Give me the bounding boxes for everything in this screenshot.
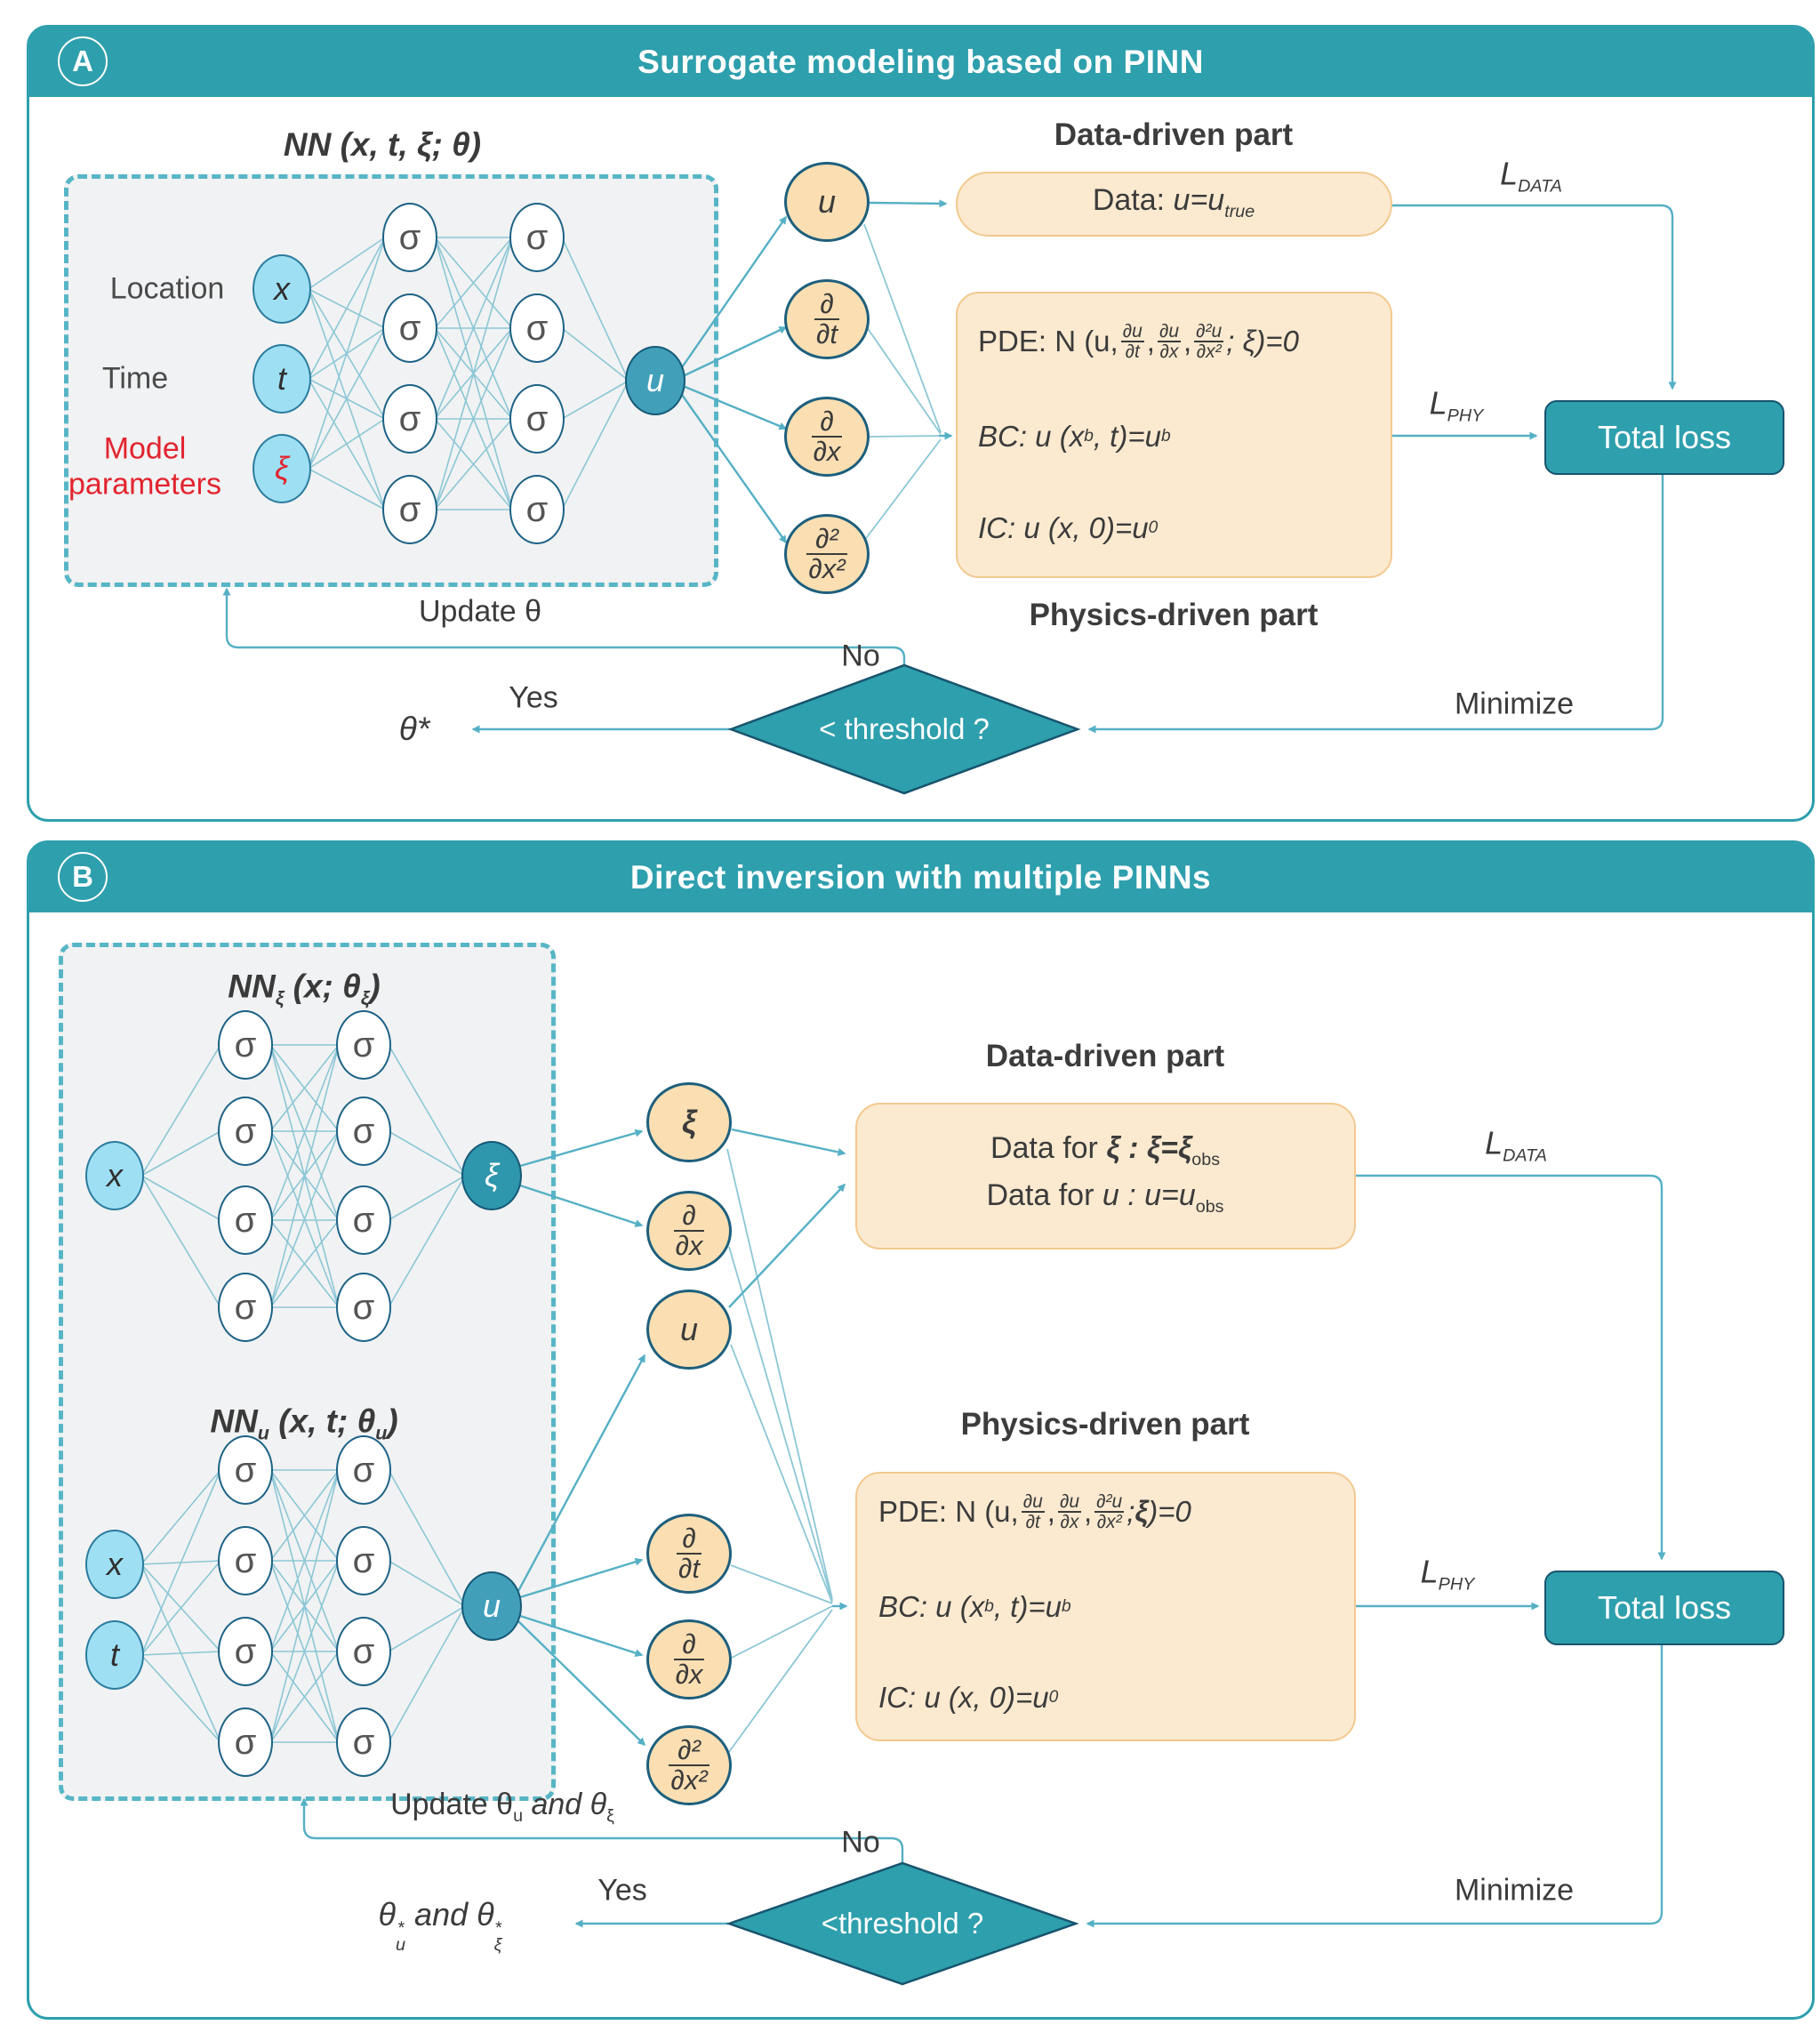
threshold-diamond-a (727, 663, 1081, 795)
output-circle-d2dx2-b: ∂²∂x² (646, 1725, 732, 1805)
label-model-parameters-1: Model (103, 431, 187, 466)
input-node-x: x (253, 254, 311, 324)
label-location: Location (109, 271, 225, 306)
panel-b-pde: PDE: N (u, ∂u∂t, ∂u∂x, ∂²u∂x² ; ξ)=0 (878, 1491, 1191, 1532)
panel-a-data-title: Data-driven part (1054, 117, 1294, 152)
label-time: Time (101, 361, 169, 396)
panel-a-threshold-text: < threshold ? (819, 712, 990, 745)
output-circle-ddx-b: ∂∂x (646, 1619, 732, 1699)
sigma-node: σ (218, 1273, 273, 1342)
sigma-node: σ (382, 475, 437, 544)
panel-b-nn-u-title: NNu (x, t; θu) (210, 1402, 398, 1444)
sigma-node: σ (336, 1435, 391, 1505)
panel-a-yes: Yes (509, 680, 558, 715)
sigma-node: σ (382, 203, 437, 272)
decision-diamonds (726, 663, 1081, 1986)
sigma-node: σ (509, 203, 565, 272)
panel-b-physics-title: Physics-driven part (960, 1407, 1250, 1442)
panel-b-data-line2: Data for u : u=uobs (986, 1178, 1224, 1217)
panel-b-threshold-text: <threshold ? (821, 1907, 984, 1940)
panel-b-minimize: Minimize (1454, 1873, 1575, 1908)
sigma-node: σ (218, 1185, 273, 1255)
panel-a-data-box (956, 172, 1392, 237)
panel-b-theta-star: θ*u and θ*ξ (378, 1895, 502, 1955)
output-circle-xi-b: ξ (646, 1082, 732, 1162)
panel-a-header: Surrogate modeling based on PINN (29, 28, 1812, 97)
panel-b-ldata-label: LDATA (1485, 1124, 1547, 1166)
sigma-node: σ (218, 1435, 273, 1505)
sigma-node: σ (382, 384, 437, 454)
sigma-node: σ (509, 384, 565, 454)
threshold-diamond-b (726, 1861, 1079, 1986)
panel-a-physics-box (956, 292, 1392, 578)
panel-b-no: No (841, 1825, 880, 1860)
nn-output-node-xi: ξ (461, 1141, 522, 1210)
sigma-node: σ (336, 1708, 391, 1777)
panel-a-pde: PDE: N (u, ∂u∂t, ∂u∂x, ∂²u∂x² ; ξ)=0 (978, 321, 1299, 362)
nn-output-node-u-b: u (461, 1571, 522, 1641)
input-node-x-xi: x (85, 1141, 144, 1210)
input-node-t: t (253, 344, 311, 414)
nn-output-node-u: u (625, 346, 686, 415)
sigma-node: σ (218, 1708, 273, 1777)
label-model-parameters-2: parameters (68, 467, 221, 502)
panel-b-nn-xi-title: NNξ (x; θξ) (228, 968, 381, 1009)
sigma-node: σ (336, 1010, 391, 1080)
panel-b-physics-box (855, 1472, 1356, 1741)
panel-a-physics-title: Physics-driven part (1029, 598, 1319, 632)
input-node-t-u: t (85, 1620, 144, 1690)
panel-a-badge: A (58, 36, 108, 86)
sigma-node: σ (336, 1273, 391, 1342)
sigma-node: σ (218, 1617, 273, 1686)
panel-b-header: Direct inversion with multiple PINNs (29, 843, 1812, 912)
panel-b-data-line1: Data for ξ : ξ=ξobs (990, 1131, 1221, 1169)
panel-a-no: No (841, 639, 880, 673)
panel-b-update: Update θu and θξ (390, 1788, 614, 1826)
panel-b-total-loss: Total loss (1544, 1571, 1784, 1645)
panel-b-title: Direct inversion with multiple PINNs (629, 859, 1212, 896)
panel-a-data-text: Data: u=utrue (1092, 183, 1255, 221)
output-circle-ddt: ∂∂t (784, 279, 870, 359)
sigma-node: σ (336, 1097, 391, 1166)
panel-a-theta-star: θ* (398, 711, 430, 747)
sigma-node: σ (336, 1185, 391, 1255)
sigma-node: σ (382, 293, 437, 363)
sigma-node: σ (218, 1010, 273, 1080)
panel-b-data-box (855, 1103, 1356, 1250)
panel-a-total-loss: Total loss (1544, 400, 1784, 475)
panel-a-ldata-label: LDATA (1500, 155, 1562, 197)
panel-a-minimize: Minimize (1454, 687, 1575, 721)
sigma-node: σ (509, 293, 565, 363)
output-circle-ddt-b: ∂∂t (646, 1514, 732, 1594)
panel-b-badge: B (58, 852, 108, 902)
sigma-node: σ (336, 1617, 391, 1686)
panel-b-data-title: Data-driven part (985, 1039, 1225, 1073)
output-circle-u-b: u (646, 1290, 732, 1370)
panel-a-lphy-label: LPHY (1429, 384, 1484, 426)
output-circle-u: u (784, 162, 870, 242)
input-node-x-u: x (85, 1530, 144, 1599)
panel-b-yes: Yes (597, 1873, 647, 1908)
output-circle-ddx: ∂∂x (784, 397, 870, 477)
sigma-node: σ (218, 1097, 273, 1166)
output-circle-d2dx2: ∂²∂x² (784, 514, 870, 594)
sigma-node: σ (509, 475, 565, 544)
panel-a-nn-title: NN (x, t, ξ; θ) (283, 126, 482, 163)
panel-b-lphy-label: LPHY (1420, 1553, 1475, 1595)
input-node-xi: ξ (253, 434, 311, 503)
sigma-node: σ (218, 1526, 273, 1595)
panel-a-title: Surrogate modeling based on PINN (637, 44, 1204, 80)
panel-a-update: Update θ (419, 594, 541, 629)
output-circle-dxidx: ∂∂x (646, 1191, 732, 1271)
sigma-node: σ (336, 1526, 391, 1595)
